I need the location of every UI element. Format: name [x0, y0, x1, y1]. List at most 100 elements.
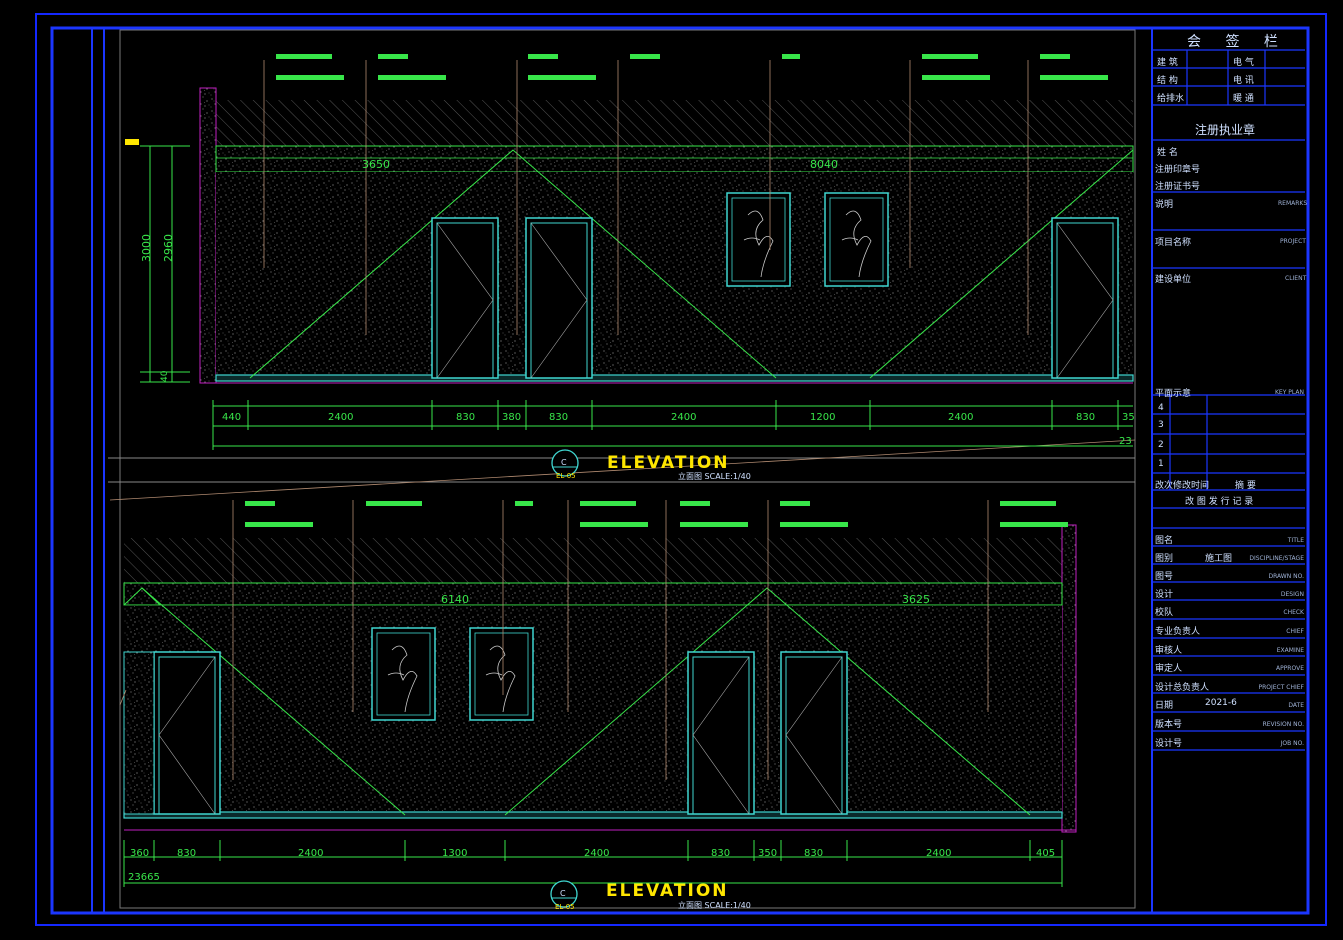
meta-label-2: 图号 [1155, 572, 1174, 582]
dim-top-2a: 6140 [441, 593, 469, 606]
dim-2-5: 830 [711, 848, 730, 859]
meta-label-11: 设计号 [1155, 739, 1183, 749]
elevation-2-subtitle: 立面图 SCALE:1/40 [678, 900, 751, 910]
dim-top-1b: 8040 [810, 158, 838, 171]
cert-no-label: 注册证书号 [1155, 182, 1201, 192]
door-2b [687, 651, 755, 815]
dim-2-4: 2400 [584, 848, 609, 859]
rev-h2: 修改时间 [1173, 481, 1210, 491]
meta-label-5: 专业负责人 [1155, 627, 1201, 637]
dim-2-8: 2400 [926, 848, 951, 859]
door-2a [153, 651, 221, 815]
keyplan-label: 平面示意 [1155, 389, 1192, 399]
tb-row3-left: 给排水 [1157, 94, 1185, 104]
artwork-1a [726, 192, 791, 287]
client-label: 建设单位 [1155, 275, 1192, 285]
tb-row3-right: 暖 通 [1233, 94, 1254, 104]
dim-top-1a: 3650 [362, 158, 390, 171]
meta-en-10: REVISION NO. [1262, 721, 1304, 728]
meta-en-9: DATE [1288, 702, 1304, 709]
dim-top-2b: 3625 [902, 593, 930, 606]
tb-row1-right: 电 气 [1233, 58, 1254, 68]
meta-label-8: 设计总负责人 [1155, 683, 1210, 693]
tb-row1-left: 建 筑 [1157, 58, 1178, 68]
meta-en-5: CHIEF [1286, 628, 1304, 635]
height-dims-1 [140, 145, 190, 383]
project-en: PROJECT [1280, 238, 1306, 245]
meta-en-11: JOB NO. [1280, 740, 1304, 747]
door-1c [1051, 217, 1119, 379]
artwork-1b [824, 192, 889, 287]
elevation-2-tag-bottom: EL-05 [555, 903, 575, 911]
elevation-1 [125, 54, 1134, 477]
rev-record: 改 图 发 行 记 录 [1185, 497, 1254, 507]
meta-label-9: 日期 [1155, 701, 1174, 711]
dim-1-0: 440 [222, 412, 241, 423]
artwork-2a [371, 627, 436, 721]
leader-lines-1 [263, 60, 1029, 335]
meta-label-10: 版本号 [1155, 720, 1183, 730]
rev-num-3: 3 [1158, 420, 1164, 430]
countersign-title: 会 签 栏 [1187, 34, 1288, 50]
meta-label-0: 图名 [1155, 536, 1174, 546]
dim-2-0: 360 [130, 848, 149, 859]
elevation-1-tag-top: C [561, 458, 567, 467]
keyplan-en: KEY PLAN [1275, 389, 1304, 396]
inner-border [50, 26, 1310, 915]
dim-height-1c: 40 [160, 370, 170, 382]
meta-label-1: 图别 [1155, 554, 1174, 564]
dim-1-3: 380 [502, 412, 521, 423]
leader-labels-1 [276, 54, 1108, 80]
dim-total-1: 23 [1119, 436, 1132, 447]
reg-no-label: 注册印章号 [1155, 165, 1201, 175]
side-notes [58, 40, 88, 880]
meta-label-3: 设计 [1155, 590, 1174, 600]
seal-label: 注册执业章 [1195, 123, 1256, 137]
rev-num-1: 1 [1158, 459, 1164, 469]
elevation-2-title: ELEVATION [606, 881, 729, 901]
dim-1-2: 830 [456, 412, 475, 423]
door-1b [525, 217, 593, 379]
dim-ticks-1 [212, 400, 1119, 450]
meta-en-1: DISCIPLINE/STAGE [1249, 555, 1304, 562]
dim-1-6: 1200 [810, 412, 835, 423]
meta-en-3: DESIGN [1280, 591, 1304, 598]
ceiling-hatch [216, 100, 1133, 146]
elevation-2-tag-top: C [560, 889, 566, 898]
rev-num-2: 2 [1158, 440, 1164, 450]
dim-ticks-2 [123, 840, 1063, 887]
leader-lines-2 [119, 500, 989, 780]
meta-en-4: CHECK [1283, 609, 1304, 616]
dim-1-1: 2400 [328, 412, 353, 423]
wall-panel [216, 172, 1133, 377]
remarks-label: 说明 [1155, 200, 1174, 210]
dim-2-7: 830 [804, 848, 823, 859]
dim-total-2: 23665 [128, 872, 160, 883]
meta-label-7: 审定人 [1155, 664, 1183, 674]
meta-value-9: 2021-6 [1205, 698, 1237, 708]
tb-row2-right: 电 讯 [1233, 76, 1254, 86]
dim-1-7: 2400 [948, 412, 973, 423]
name-label: 姓 名 [1157, 148, 1178, 158]
rev-num-4: 4 [1158, 403, 1164, 413]
artwork-2b [469, 627, 534, 721]
meta-value-1: 施工图 [1205, 554, 1233, 564]
meta-en-2: DRAWN NO. [1268, 573, 1304, 580]
elevation-1-title: ELEVATION [607, 453, 730, 473]
rev-h1: 改次 [1155, 481, 1174, 491]
outer-border [35, 13, 1327, 926]
project-label: 项目名称 [1155, 238, 1192, 248]
remarks-en: REMARKS [1278, 200, 1308, 207]
dim-2-1: 830 [177, 848, 196, 859]
meta-en-7: APPROVE [1275, 665, 1304, 672]
rev-h3: 摘 要 [1235, 481, 1256, 491]
drawing-texts: 3650 8040 3000 2960 40 440 2400 830 380 … [128, 158, 1135, 911]
tb-row2-left: 结 构 [1157, 76, 1178, 86]
elevation-2 [119, 500, 1077, 908]
elevation-1-tag-bottom: EL-05 [556, 472, 576, 480]
dim-1-8: 830 [1076, 412, 1095, 423]
title-block-grid [1152, 49, 1305, 751]
meta-en-8: PROJECT CHIEF [1258, 684, 1304, 691]
dim-2-3: 1300 [442, 848, 467, 859]
dim-height-1b: 2960 [162, 234, 175, 262]
